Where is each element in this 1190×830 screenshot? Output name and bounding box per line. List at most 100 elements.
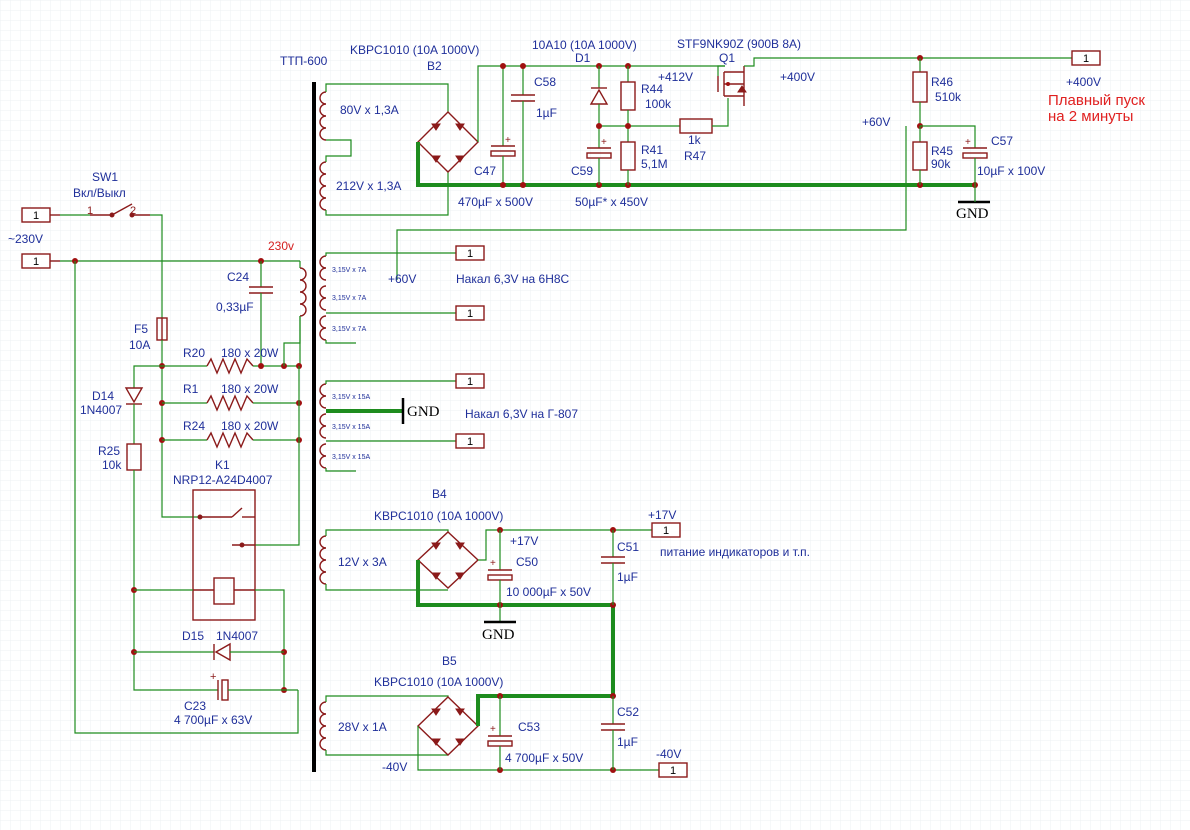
heater-winding-2: 3,15V x 7A: [319, 285, 367, 311]
capacitor-c24: C24 0,33µF: [216, 261, 273, 366]
svg-text:Вкл/Выкл: Вкл/Выкл: [73, 186, 126, 200]
heater-port-1[interactable]: 1: [455, 245, 485, 261]
heater-port-2[interactable]: 1: [455, 305, 485, 321]
switch-sw1: SW1 Вкл/Выкл 1 2: [60, 170, 150, 218]
diode-d15: D15 1N4007: [134, 629, 284, 662]
net-label-230-input: ~230V: [8, 232, 43, 246]
indicators-note: питание индикаторов и т.п.: [660, 545, 810, 559]
svg-text:1: 1: [1083, 53, 1089, 65]
svg-text:K1: K1: [215, 458, 230, 472]
svg-text:R20: R20: [183, 346, 205, 360]
output-port-minus40v[interactable]: 1: [658, 762, 688, 778]
svg-text:KBPC1010 (10A 1000V): KBPC1010 (10A 1000V): [374, 675, 503, 689]
svg-text:+: +: [210, 671, 216, 683]
svg-text:2: 2: [130, 205, 136, 217]
svg-text:C23: C23: [184, 699, 206, 713]
svg-text:470µF x 500V: 470µF x 500V: [458, 195, 533, 209]
svg-text:1: 1: [467, 248, 473, 260]
svg-text:1k: 1k: [688, 133, 702, 147]
resistor-r41: R41 5,1M: [620, 126, 668, 185]
input-port-2[interactable]: 1: [21, 253, 60, 269]
net-label-60v-lower: +60V: [388, 272, 416, 286]
svg-text:+: +: [965, 137, 971, 148]
svg-text:C58: C58: [534, 75, 556, 89]
input-port-1[interactable]: 1: [21, 207, 60, 223]
resistor-r45: R45 90k: [912, 126, 953, 185]
svg-text:SW1: SW1: [92, 170, 118, 184]
svg-text:10µF x 100V: 10µF x 100V: [977, 164, 1045, 178]
svg-text:C53: C53: [518, 720, 540, 734]
svg-text:R1: R1: [183, 382, 199, 396]
svg-text:R24: R24: [183, 419, 205, 433]
output-port-400v[interactable]: 1: [1071, 50, 1101, 66]
heater-winding-1: 3,15V x 7A: [319, 255, 367, 281]
capacitor-c52: C52 1µF: [601, 696, 639, 770]
svg-text:D15: D15: [182, 629, 204, 643]
svg-text:R47: R47: [684, 149, 706, 163]
svg-text:1µF: 1µF: [617, 735, 638, 749]
svg-text:3,15V x 15A: 3,15V x 15A: [332, 454, 370, 461]
svg-text:+: +: [490, 558, 496, 569]
negative-40v-section: 28V x 1A B5 KBPC1010 (10A 1000V) + C53 4…: [319, 654, 688, 778]
svg-text:1: 1: [467, 436, 473, 448]
svg-text:C52: C52: [617, 705, 639, 719]
svg-text:+: +: [505, 135, 511, 146]
svg-text:80V x 1,3A: 80V x 1,3A: [340, 103, 399, 117]
svg-text:R46: R46: [931, 75, 953, 89]
svg-text:R44: R44: [641, 82, 663, 96]
svg-text:4 700µF x 50V: 4 700µF x 50V: [505, 751, 583, 765]
bridge-b5: B5 KBPC1010 (10A 1000V): [374, 654, 503, 756]
high-voltage-section: 80V x 1,3A 212V x 1,3A KBPC1010 (10A 100…: [319, 37, 1145, 286]
svg-text:C51: C51: [617, 540, 639, 554]
svg-text:+: +: [601, 137, 607, 148]
svg-text:D14: D14: [92, 389, 114, 403]
winding-80v: 80V x 1,3A: [319, 91, 399, 141]
svg-text:510k: 510k: [935, 90, 962, 104]
soft-start-note-line2: на 2 минуты: [1048, 108, 1133, 125]
svg-text:100k: 100k: [645, 97, 672, 111]
net-label-minus40-inner: -40V: [382, 760, 407, 774]
svg-text:1: 1: [33, 256, 39, 268]
capacitor-c50: + C50 10 000µF x 50V: [487, 530, 591, 605]
svg-text:180 x 20W: 180 x 20W: [221, 419, 279, 433]
soft-start-note-line1: Плавный пуск: [1048, 92, 1145, 109]
svg-text:10 000µF x 50V: 10 000µF x 50V: [506, 585, 591, 599]
capacitor-c58: C58 1µF: [511, 66, 557, 185]
mains-section: 1 1 ~230V SW1 Вкл/Выкл 1 2: [8, 170, 307, 734]
diode-d14: D14 1N4007: [80, 365, 162, 417]
heater-port-4[interactable]: 1: [455, 433, 485, 449]
svg-text:D1: D1: [575, 51, 591, 65]
svg-text:Q1: Q1: [719, 51, 735, 65]
ground-symbol-mid: GND: [482, 605, 516, 643]
svg-text:90k: 90k: [931, 157, 951, 171]
svg-text:180 x 20W: 180 x 20W: [221, 346, 279, 360]
heater-note-6n8s: Накал 6,3V на 6Н8С: [456, 272, 570, 286]
bridge-b2: KBPC1010 (10A 1000V) B2: [350, 43, 479, 173]
svg-text:1: 1: [467, 308, 473, 320]
svg-text:KBPC1010 (10A 1000V): KBPC1010 (10A 1000V): [350, 43, 479, 57]
svg-text:1N4007: 1N4007: [216, 629, 258, 643]
svg-text:1: 1: [670, 765, 676, 777]
output-port-17v[interactable]: 1: [651, 522, 681, 538]
svg-text:3,15V x 7A: 3,15V x 7A: [332, 326, 367, 333]
svg-text:1: 1: [33, 210, 39, 222]
capacitor-c53: + C53 4 700µF x 50V: [487, 696, 583, 770]
svg-text:12V x 3A: 12V x 3A: [338, 555, 387, 569]
svg-text:1µF: 1µF: [536, 106, 557, 120]
resistor-r20: R20 180 x 20W: [162, 346, 300, 375]
svg-text:STF9NK90Z (900B 8A): STF9NK90Z (900B 8A): [677, 37, 801, 51]
svg-text:10A: 10A: [129, 338, 150, 352]
winding-12v: 12V x 3A: [319, 535, 387, 585]
svg-text:B2: B2: [427, 59, 442, 73]
net-label-minus40-out: -40V: [656, 747, 681, 761]
resistor-r46: R46 510k: [912, 58, 962, 126]
svg-text:B4: B4: [432, 487, 447, 501]
capacitor-c51: C51 1µF: [601, 530, 639, 605]
svg-text:3,15V x 7A: 3,15V x 7A: [332, 295, 367, 302]
heater-port-3[interactable]: 1: [455, 373, 485, 389]
mosfet-q1: Q1 STF9NK90Z (900B 8A): [677, 37, 801, 106]
capacitor-c59: + C59 50µF* x 450V: [571, 126, 648, 209]
svg-text:KBPC1010 (10A 1000V): KBPC1010 (10A 1000V): [374, 509, 503, 523]
